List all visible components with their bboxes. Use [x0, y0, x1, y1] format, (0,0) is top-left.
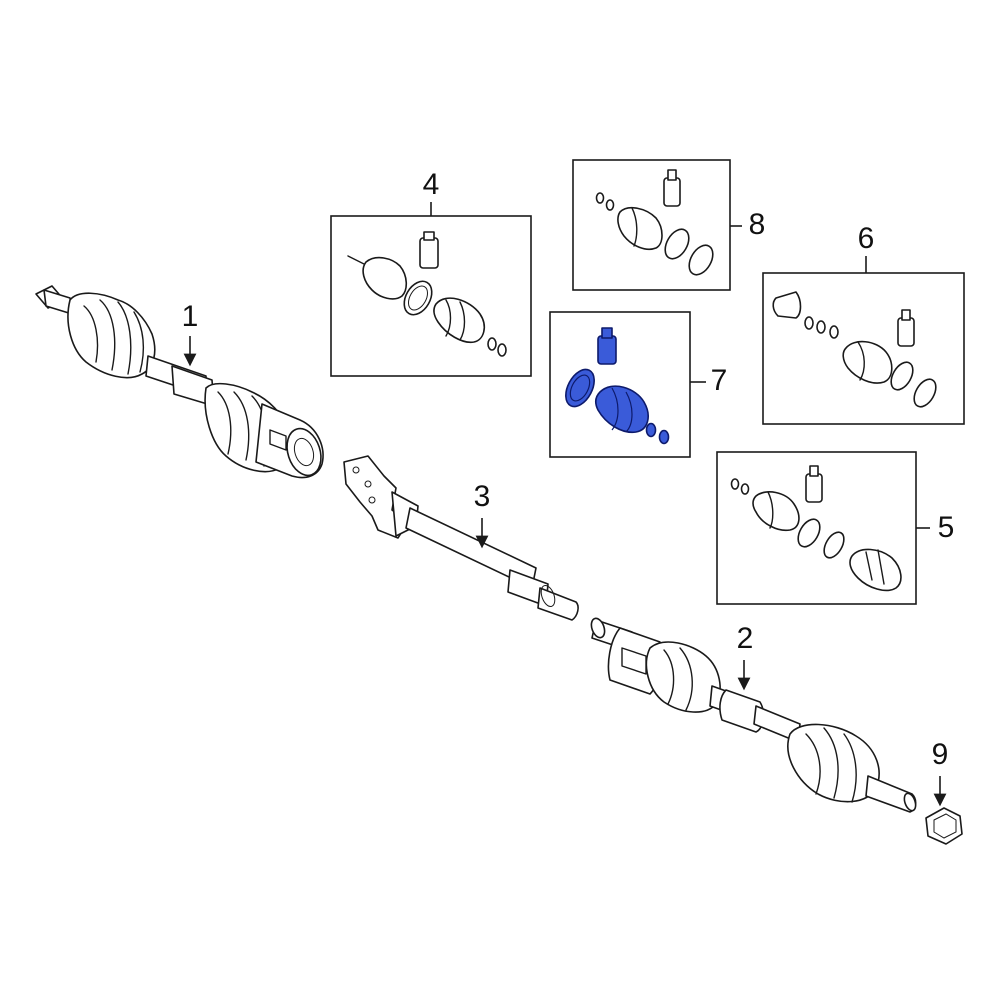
boot-kit-box-8[interactable]	[572, 159, 731, 291]
intermediate-shaft[interactable]	[343, 455, 579, 621]
axle-nut[interactable]	[925, 807, 963, 845]
callout-1[interactable]: 1	[182, 300, 199, 333]
boot-kit-box-6[interactable]	[762, 272, 965, 425]
callout-6[interactable]: 6	[858, 222, 875, 255]
callout-3[interactable]: 3	[474, 480, 491, 513]
boot-kit-box-7[interactable]	[549, 311, 691, 458]
callout-labels: 1 2 3 4 5 6 7 8 9	[182, 168, 955, 771]
callout-5[interactable]: 5	[938, 511, 955, 544]
axle-shaft-right[interactable]	[589, 617, 918, 813]
callout-2[interactable]: 2	[737, 622, 754, 655]
boot-kit-box-5[interactable]	[716, 451, 917, 605]
boot-kit-box-4[interactable]	[330, 215, 532, 377]
callout-4[interactable]: 4	[423, 168, 440, 201]
callout-7[interactable]: 7	[711, 364, 728, 397]
callout-8[interactable]: 8	[749, 208, 766, 241]
callout-9[interactable]: 9	[932, 738, 949, 771]
axle-shaft-left[interactable]	[35, 285, 327, 480]
callout-leaders	[183, 202, 947, 807]
